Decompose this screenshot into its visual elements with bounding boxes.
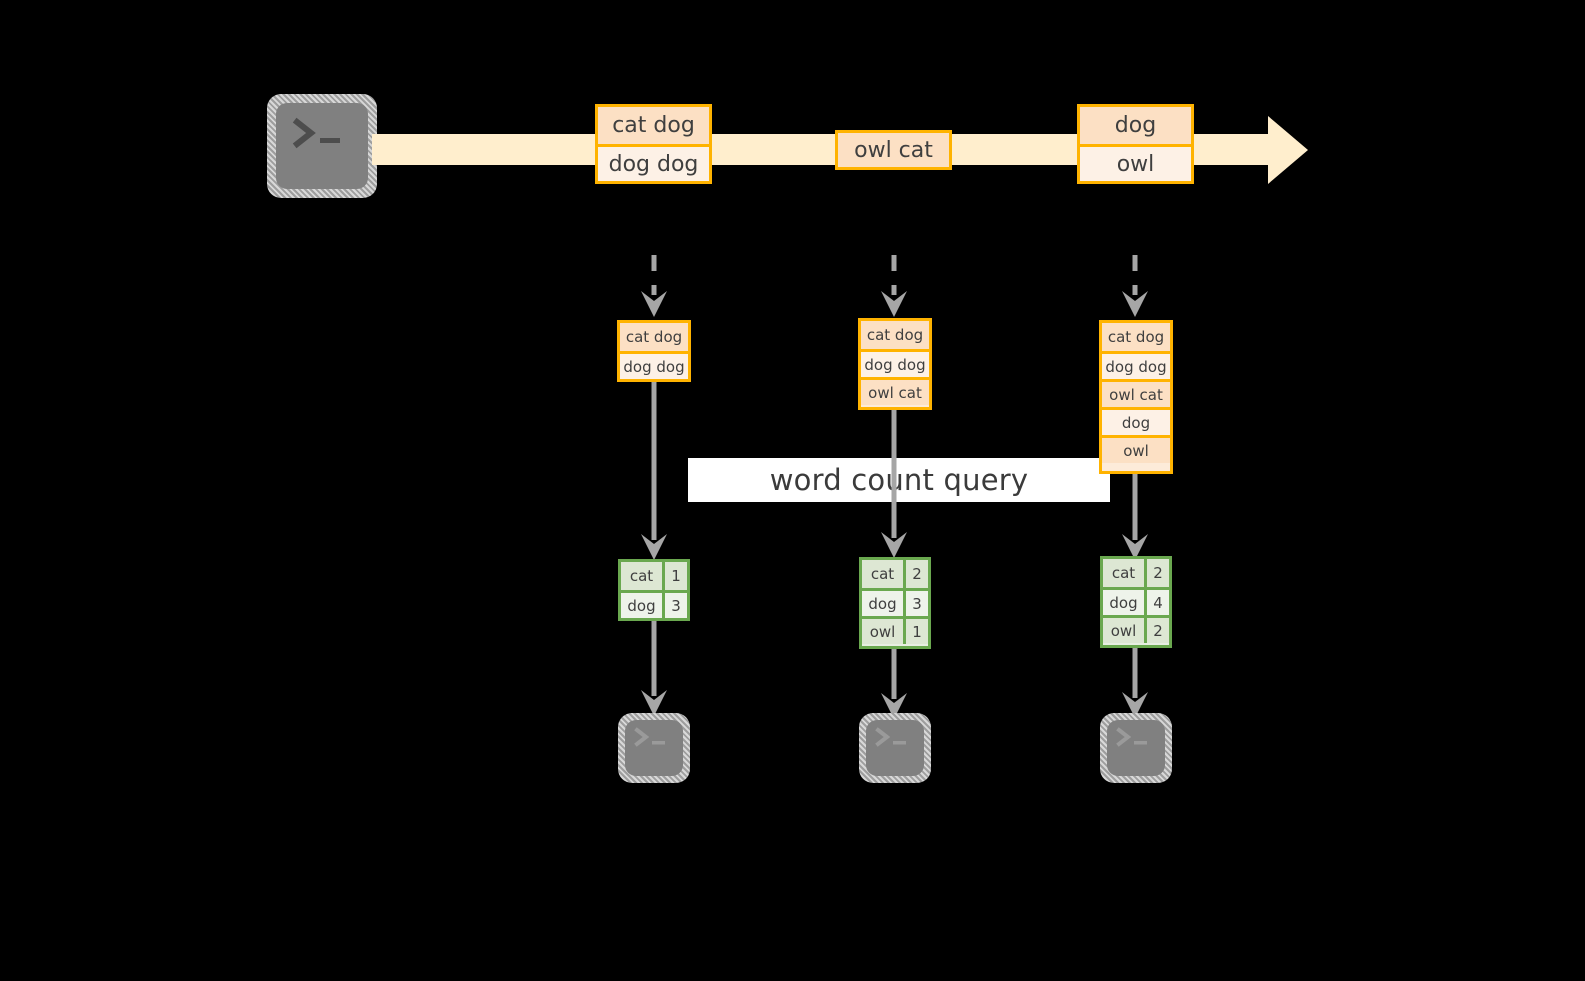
accumulated-message: cat dog [861, 321, 929, 349]
result-count: 2 [906, 560, 928, 588]
accumulated-message: cat dog [1102, 323, 1170, 351]
table-row: dog 4 [1103, 587, 1169, 615]
stream-message-group-3: dog owl [1077, 104, 1194, 184]
stream-message-group-1: cat dog dog dog [595, 104, 712, 184]
accumulated-message: owl cat [861, 377, 929, 405]
terminal-prompt-icon [875, 727, 906, 747]
column-2-output-arrow [881, 649, 907, 719]
table-row: cat 2 [1103, 559, 1169, 587]
column-2-sink-terminal-icon [859, 713, 931, 783]
terminal-prompt-icon [634, 727, 665, 747]
accumulated-message: owl cat [1102, 379, 1170, 407]
column-3-accumulated-box: cat dog dog dog owl cat dog owl [1099, 320, 1173, 474]
result-count: 3 [665, 593, 687, 618]
terminal-screen [276, 103, 368, 189]
result-word: cat [862, 560, 906, 588]
result-count: 1 [665, 562, 687, 590]
stream-message: dog dog [598, 144, 709, 181]
query-label-band [688, 458, 1110, 502]
stream-message-group-2: owl cat [835, 130, 952, 170]
column-2-query-arrow [881, 410, 907, 558]
result-word: dog [862, 591, 906, 616]
column-3-output-arrow [1122, 648, 1148, 718]
column-3-query-arrow [1122, 474, 1148, 560]
page-title: word count query [769, 463, 1029, 497]
accumulated-message: owl [1102, 435, 1170, 463]
event-stream-arrowhead [1268, 116, 1308, 184]
table-row: dog 3 [862, 588, 928, 616]
result-word: owl [1103, 618, 1147, 643]
result-word: owl [862, 619, 906, 644]
table-row: dog 3 [621, 590, 687, 618]
terminal-screen [625, 720, 683, 776]
table-row: cat 1 [621, 562, 687, 590]
accumulated-message: dog dog [1102, 351, 1170, 379]
table-row: cat 2 [862, 560, 928, 588]
accumulated-message: dog [1102, 407, 1170, 435]
accumulated-message: cat dog [620, 323, 688, 351]
column-3-sink-terminal-icon [1100, 713, 1172, 783]
result-count: 4 [1147, 590, 1169, 615]
result-word: cat [1103, 559, 1147, 587]
column-1-ingest-arrow [641, 255, 667, 317]
result-word: dog [621, 593, 665, 618]
result-count: 2 [1147, 618, 1169, 643]
source-terminal-icon [267, 94, 377, 198]
terminal-prompt-icon [292, 117, 340, 149]
result-word: dog [1103, 590, 1147, 615]
column-1-sink-terminal-icon [618, 713, 690, 783]
stream-message: owl [1080, 144, 1191, 181]
terminal-screen [1107, 720, 1165, 776]
column-1-query-arrow [641, 382, 667, 560]
stream-message: dog [1080, 107, 1191, 144]
result-count: 2 [1147, 559, 1169, 587]
terminal-screen [866, 720, 924, 776]
column-3-result-table: cat 2 dog 4 owl 2 [1100, 556, 1172, 648]
result-word: cat [621, 562, 665, 590]
accumulated-message: dog dog [620, 351, 688, 379]
column-1-accumulated-box: cat dog dog dog [617, 320, 691, 382]
result-count: 3 [906, 591, 928, 616]
stream-message: owl cat [838, 133, 949, 167]
stream-message: cat dog [598, 107, 709, 144]
column-2-accumulated-box: cat dog dog dog owl cat [858, 318, 932, 410]
column-2-ingest-arrow [881, 255, 907, 317]
table-row: owl 2 [1103, 615, 1169, 643]
column-3-ingest-arrow [1122, 255, 1148, 317]
column-1-output-arrow [641, 621, 667, 716]
result-count: 1 [906, 619, 928, 644]
column-1-result-table: cat 1 dog 3 [618, 559, 690, 621]
accumulated-message: dog dog [861, 349, 929, 377]
table-row: owl 1 [862, 616, 928, 644]
column-2-result-table: cat 2 dog 3 owl 1 [859, 557, 931, 649]
terminal-prompt-icon [1116, 727, 1147, 747]
